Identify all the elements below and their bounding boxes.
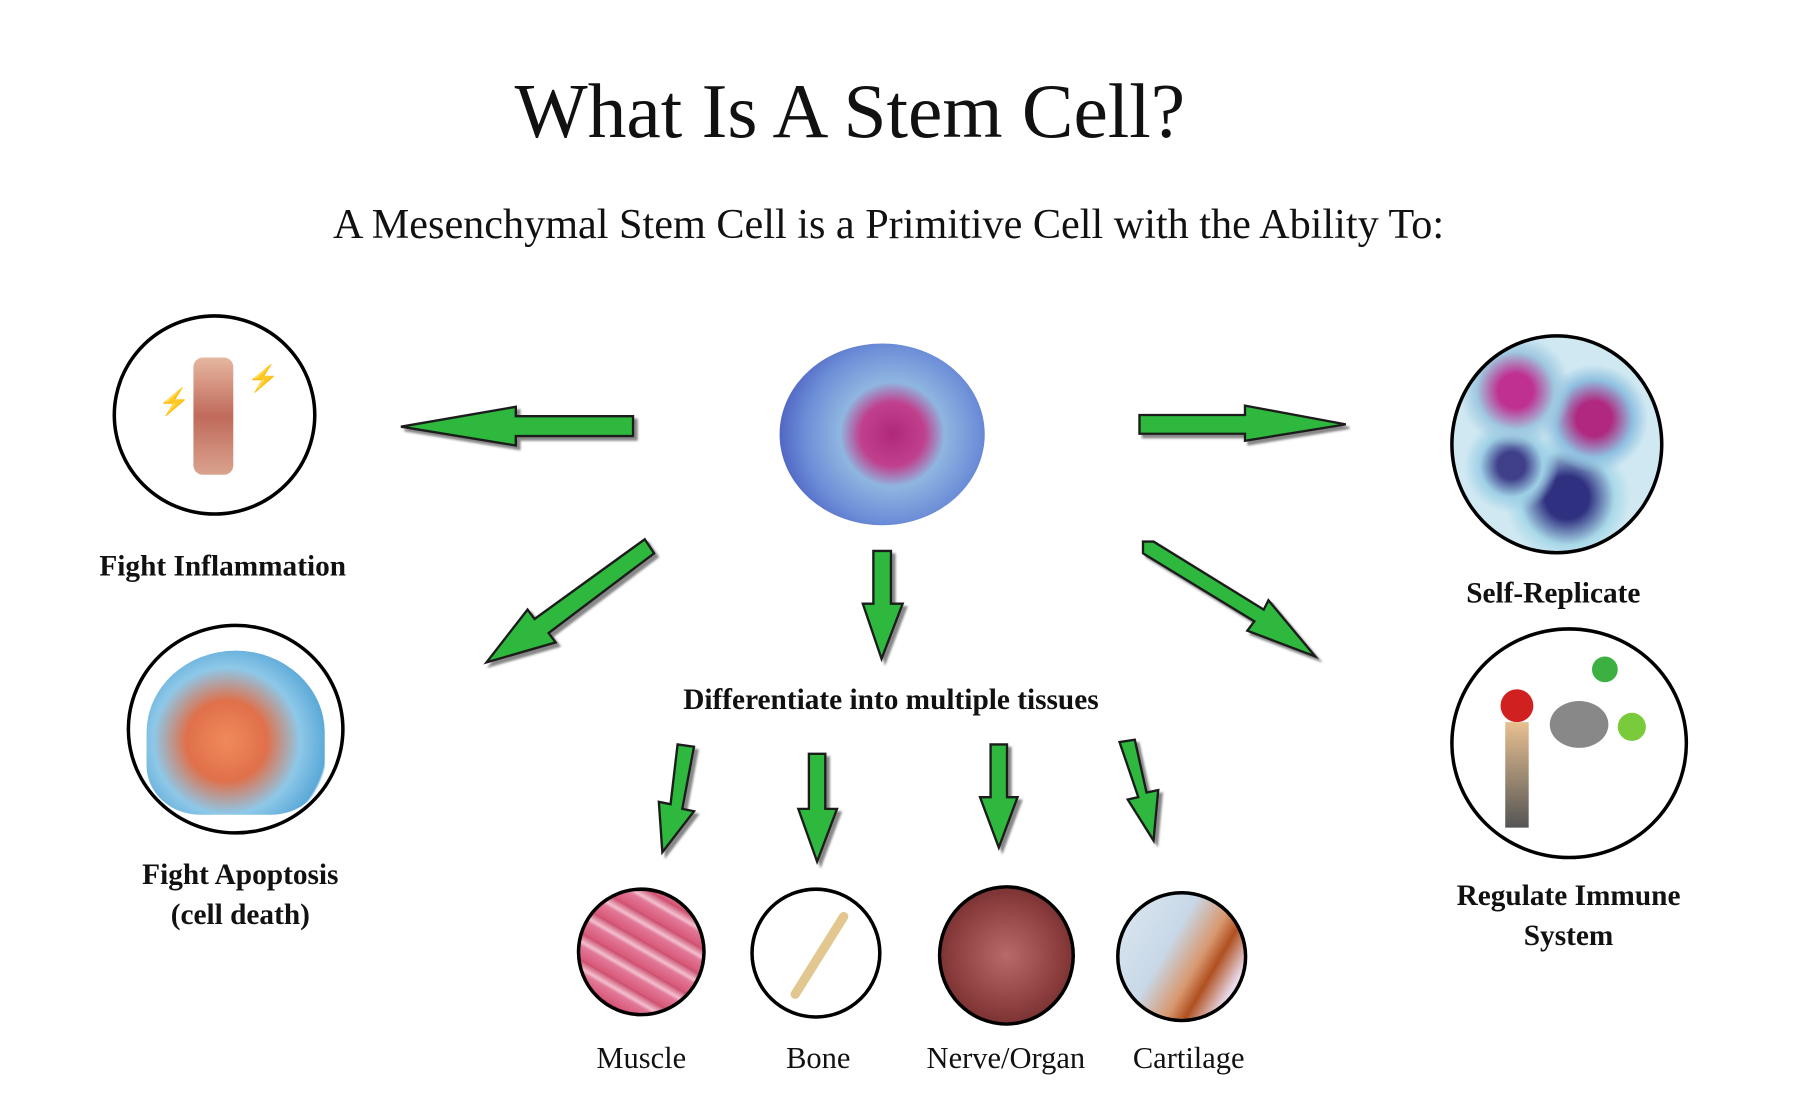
stem-cell-image — [779, 343, 985, 526]
arrow-down-right — [1141, 540, 1320, 660]
apoptosis-image — [126, 623, 345, 835]
label-self-replicate: Self-Replicate — [1466, 577, 1641, 610]
arrow-muscle — [657, 743, 697, 856]
label-regulate-immune: Regulate Immune System — [1393, 877, 1745, 957]
label-differentiate: Differentiate into multiple tissues — [683, 684, 1099, 717]
arrow-down-center — [861, 549, 905, 663]
cartilage-image — [1116, 890, 1248, 1023]
label-line: (cell death) — [170, 899, 310, 931]
arrow-left — [400, 405, 635, 447]
nerve-organ-image — [937, 885, 1075, 1026]
page-title: What Is A Stem Cell? — [514, 69, 1186, 155]
label-line: System — [1523, 920, 1614, 952]
label-fight-inflammation: Fight Inflammation — [99, 550, 347, 583]
tissue-label-bone: Bone — [786, 1041, 851, 1075]
arrow-nerve — [978, 743, 1020, 851]
bone-image — [750, 887, 882, 1019]
arrow-cartilage — [1117, 738, 1160, 845]
tissue-label-muscle: Muscle — [596, 1041, 687, 1075]
subtitle: A Mesenchymal Stem Cell is a Primitive C… — [333, 200, 1445, 248]
tissue-label-nerve-organ: Nerve/Organ — [926, 1041, 1086, 1075]
label-line: Fight Apoptosis — [142, 859, 339, 891]
label-fight-apoptosis: Fight Apoptosis (cell death) — [64, 856, 416, 936]
muscle-image — [576, 887, 706, 1017]
inflammation-image: ⚡ ⚡ — [112, 314, 317, 516]
arrow-bone — [796, 752, 839, 866]
self-replicate-image — [1450, 334, 1664, 555]
arrow-down-left — [483, 537, 656, 665]
tissue-label-cartilage: Cartilage — [1132, 1041, 1245, 1075]
arrow-right — [1138, 404, 1347, 443]
label-line: Regulate Immune — [1456, 880, 1681, 913]
immune-system-image — [1450, 627, 1689, 860]
